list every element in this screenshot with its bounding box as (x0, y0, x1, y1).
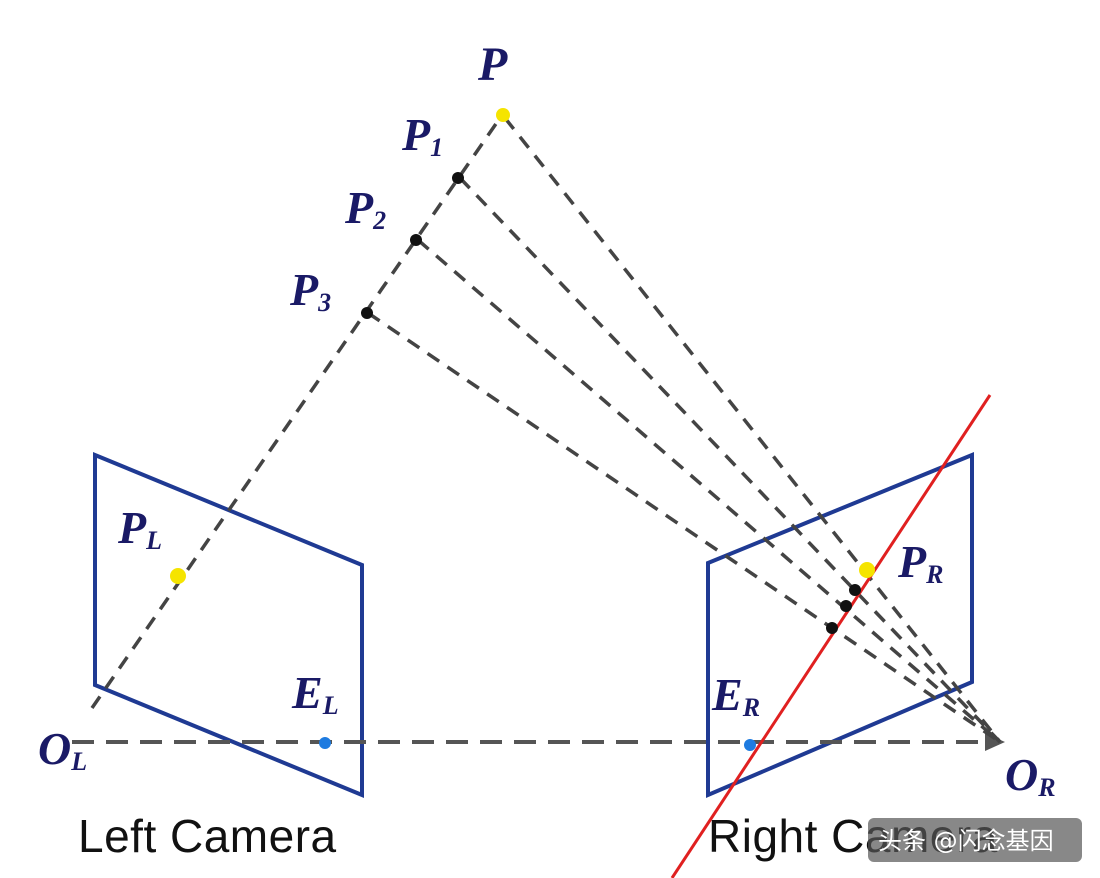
left-image-plane (93, 452, 364, 798)
label-or-sub: R (1037, 773, 1055, 802)
label-er-main: E (711, 669, 743, 720)
watermark-text: 头条 @闪念基因 (878, 827, 1054, 855)
label-el-main: E (291, 667, 323, 718)
right-image-plane (706, 452, 974, 799)
point-p2-projection (840, 600, 852, 612)
label-p2-sub: 2 (372, 206, 386, 235)
label-p3-sub: 3 (317, 288, 331, 317)
point-p1-projection (849, 584, 861, 596)
ray-p (503, 116, 1002, 744)
ray-p1 (458, 176, 1002, 744)
label-el: EL (291, 667, 339, 720)
label-pr-main: P (897, 536, 927, 587)
epipole-left (319, 737, 331, 749)
label-p: P (477, 38, 508, 91)
label-er-sub: R (742, 693, 760, 722)
label-pr-sub: R (925, 560, 943, 589)
label-p1-sub: 1 (430, 133, 443, 162)
ray-p2 (416, 238, 1002, 744)
point-p3-projection (826, 622, 838, 634)
ray-p3 (367, 311, 1001, 744)
label-ol: OL (38, 723, 87, 776)
epipole-right (744, 739, 756, 751)
label-p3: P3 (289, 264, 331, 317)
left-ray (90, 117, 502, 709)
point-p1 (452, 172, 464, 184)
label-p1: P1 (401, 109, 443, 162)
point-pr (859, 562, 875, 578)
label-p2: P2 (344, 182, 386, 235)
label-pl-main: P (117, 502, 147, 553)
label-ol-sub: L (70, 747, 87, 776)
label-pr: PR (897, 536, 943, 589)
label-pl-sub: L (145, 526, 162, 555)
point-p (496, 108, 510, 122)
label-pl: PL (117, 502, 162, 555)
label-p2-main: P (344, 182, 374, 233)
caption-left-camera: Left Camera (78, 810, 337, 862)
watermark-background (868, 818, 1082, 862)
label-el-sub: L (322, 691, 339, 720)
baseline-arrowhead (985, 733, 1005, 751)
label-er: ER (711, 669, 760, 722)
epipolar-line (670, 394, 992, 878)
point-p3 (361, 307, 373, 319)
label-p3-main: P (289, 264, 319, 315)
label-ol-main: O (38, 723, 71, 774)
point-p2 (410, 234, 422, 246)
label-or-main: O (1005, 749, 1038, 800)
label-or: OR (1005, 749, 1056, 802)
label-p1-main: P (401, 109, 431, 160)
point-pl (170, 568, 186, 584)
